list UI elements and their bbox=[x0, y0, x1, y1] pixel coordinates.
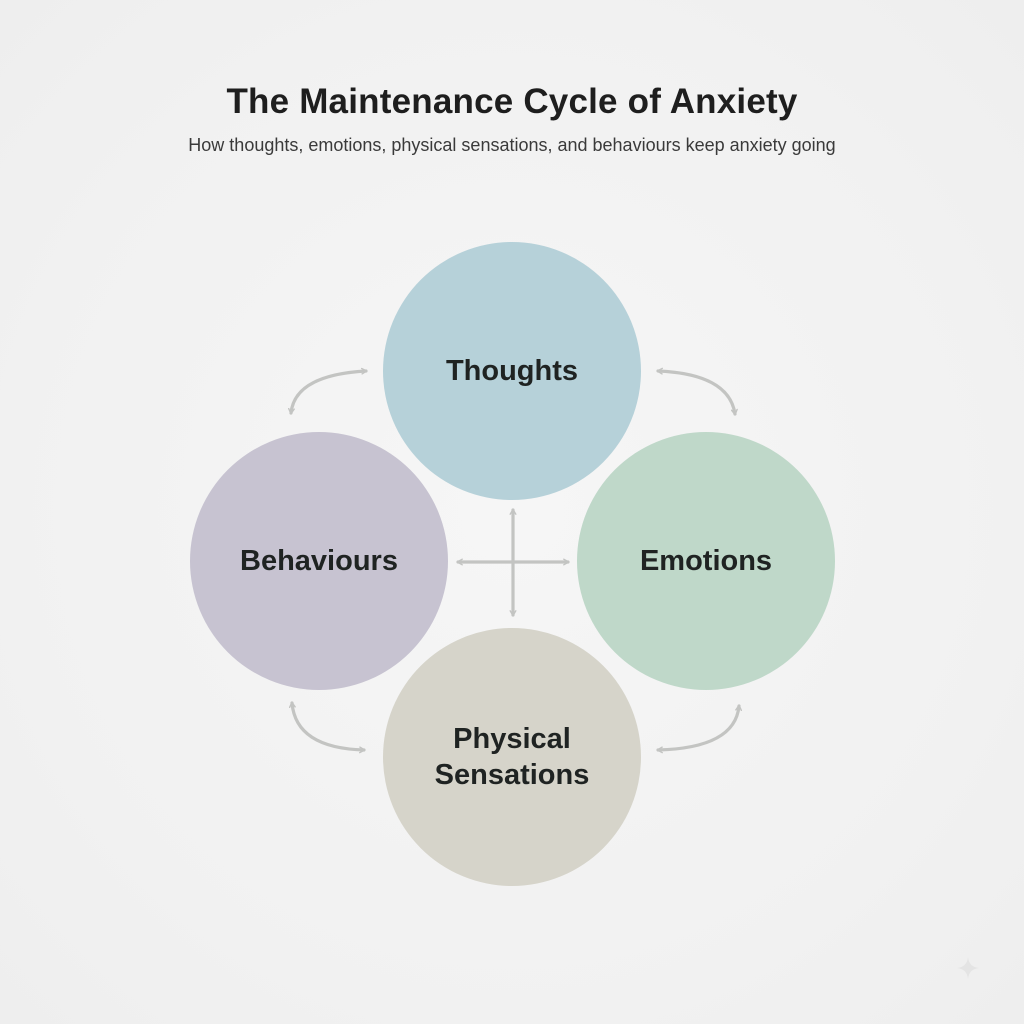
arrow-behaviours-thoughts bbox=[287, 367, 368, 415]
node-thoughts: Thoughts bbox=[383, 242, 641, 500]
arrow-emotions-sensations bbox=[656, 704, 743, 754]
page-subtitle: How thoughts, emotions, physical sensati… bbox=[188, 135, 836, 155]
page-title: The Maintenance Cycle of Anxiety bbox=[226, 82, 798, 121]
node-behaviours-label: Behaviours bbox=[240, 545, 398, 577]
node-behaviours: Behaviours bbox=[190, 432, 448, 690]
arrow-sensations-behaviours bbox=[288, 701, 366, 754]
node-emotions-label: Emotions bbox=[639, 545, 773, 577]
node-thoughts-label: Thoughts bbox=[445, 355, 579, 387]
node-emotions: Emotions bbox=[577, 432, 835, 690]
node-physical-sensations-label: Physical Sensations bbox=[434, 723, 590, 791]
node-physical-sensations: Physical Sensations bbox=[383, 628, 641, 886]
sparkle-icon bbox=[957, 957, 979, 979]
arrow-thoughts-emotions bbox=[656, 367, 738, 416]
